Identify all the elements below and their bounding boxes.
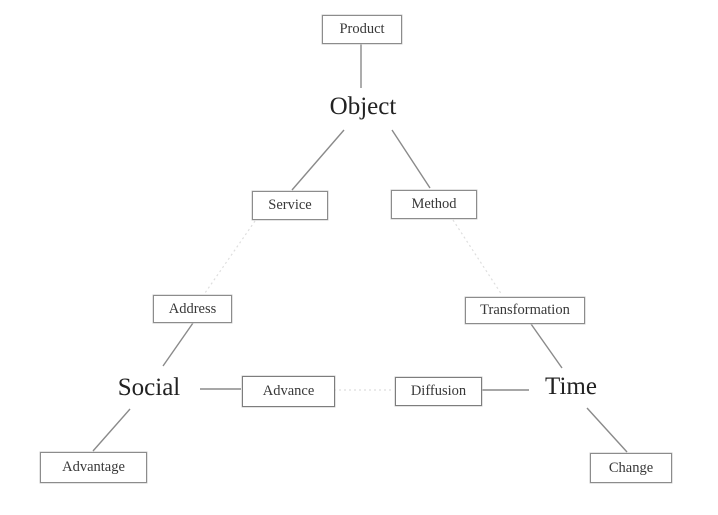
node-method: Method [391, 190, 477, 219]
node-object-label: Object [329, 93, 397, 120]
node-time-label: Time [545, 373, 597, 400]
node-object: Object [303, 94, 423, 119]
node-diffusion: Diffusion [395, 377, 482, 406]
edge-object-service [291, 129, 345, 191]
node-change-label: Change [608, 459, 654, 476]
edge-transformation-time [530, 323, 563, 369]
node-advantage: Advantage [40, 452, 147, 483]
edge-object-method [391, 129, 431, 189]
node-advance: Advance [242, 376, 335, 407]
node-advance-label: Advance [262, 383, 315, 400]
node-time: Time [511, 374, 631, 399]
edge-method-transformation [452, 219, 503, 296]
node-transformation-label: Transformation [480, 302, 570, 319]
node-advantage-label: Advantage [62, 459, 125, 476]
node-social: Social [89, 375, 209, 400]
node-method-label: Method [411, 196, 457, 213]
node-change: Change [590, 453, 672, 483]
edge-service-address [204, 220, 256, 294]
node-social-label: Social [117, 374, 181, 401]
node-service: Service [252, 191, 328, 220]
node-diffusion-label: Diffusion [410, 383, 467, 400]
node-product-label: Product [339, 21, 385, 38]
node-service-label: Service [268, 197, 312, 214]
edge-address-social [162, 322, 194, 367]
node-transformation: Transformation [465, 297, 585, 324]
node-address: Address [153, 295, 232, 323]
edge-time-change [586, 407, 628, 453]
node-address-label: Address [168, 300, 217, 317]
node-product: Product [322, 15, 402, 44]
edge-social-advantage [92, 408, 131, 452]
